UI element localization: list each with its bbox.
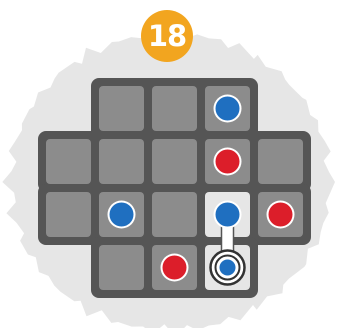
board-tile[interactable]: [152, 139, 197, 184]
board-tile[interactable]: [99, 245, 144, 290]
board-tile[interactable]: [99, 139, 144, 184]
blue-piece[interactable]: [110, 203, 134, 227]
board-tile[interactable]: [258, 139, 303, 184]
blue-piece[interactable]: [220, 260, 236, 276]
red-piece[interactable]: [216, 150, 240, 174]
board-tile[interactable]: [46, 192, 91, 237]
board-tile[interactable]: [99, 86, 144, 131]
blue-piece[interactable]: [216, 203, 240, 227]
board-tile[interactable]: [152, 86, 197, 131]
blue-piece[interactable]: [216, 97, 240, 121]
board-tile[interactable]: [152, 192, 197, 237]
board-tile[interactable]: [46, 139, 91, 184]
red-piece[interactable]: [163, 256, 187, 280]
red-piece[interactable]: [269, 203, 293, 227]
